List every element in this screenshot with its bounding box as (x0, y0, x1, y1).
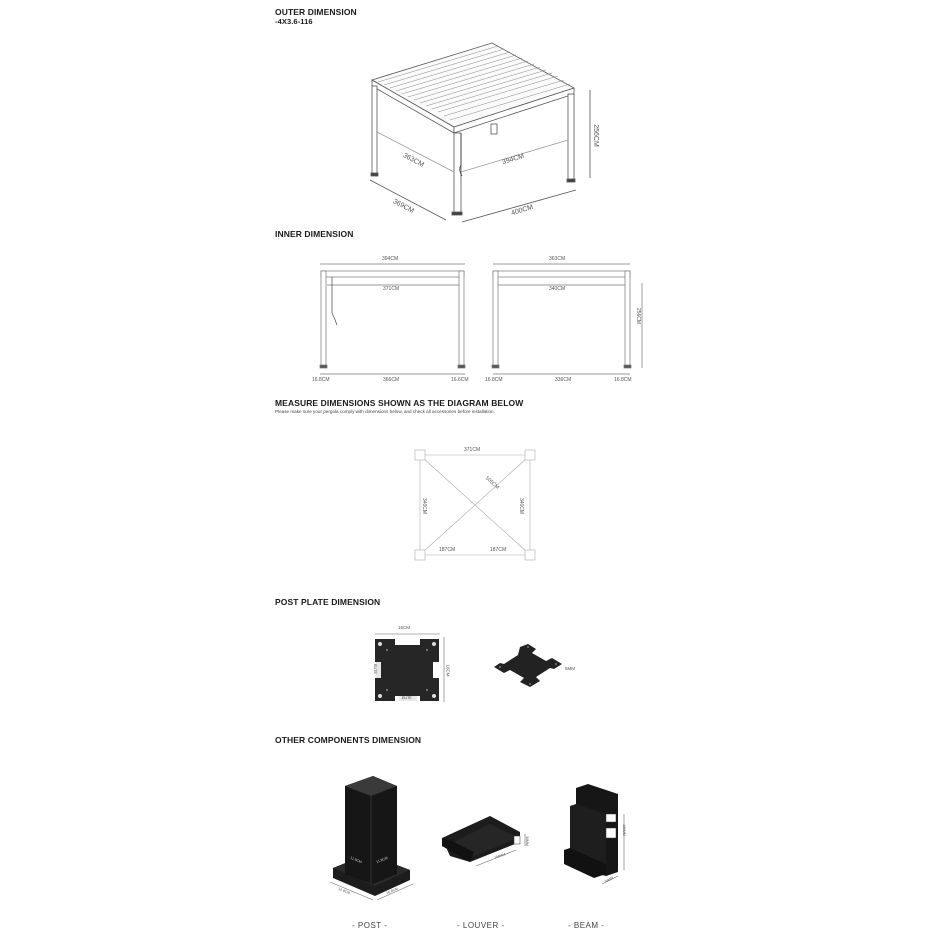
plate-logo-bottom: ELITE (402, 696, 412, 700)
post-component (329, 776, 414, 901)
inner-front-beam: 371CM (383, 286, 400, 292)
measure-bottom-left: 187CM (439, 547, 456, 553)
post-plate-title: POST PLATE DIMENSION (275, 597, 381, 607)
post-plate-top-view (375, 633, 445, 702)
louver-component (442, 816, 526, 867)
plate-height-label: 16CM (445, 664, 451, 677)
inner-front-middle: 366CM (383, 377, 400, 383)
inner-dimension-title: INNER DIMENSION (275, 229, 354, 239)
inner-front-drawing (319, 263, 466, 375)
measure-title: MEASURE DIMENSIONS SHOWN AS THE DIAGRAM … (275, 398, 524, 408)
plate-width-label: 16CM (398, 625, 411, 630)
post-plate-iso-view (494, 644, 562, 687)
louver-caption: - LOUVER - (457, 921, 505, 930)
inner-side-beam: 340CM (549, 286, 566, 292)
inner-side-drawing (491, 263, 643, 375)
beam-caption: - BEAM - (568, 921, 605, 930)
measure-subtitle: Please make sure your pergola comply wit… (275, 409, 495, 414)
post-caption: - POST - (352, 921, 388, 930)
plate-thickness-label: 6MM (565, 666, 575, 671)
beam-height-label: 166MM (621, 824, 626, 836)
inner-side-middle: 336CM (555, 377, 572, 383)
outer-dimension-title: OUTER DIMENSION (275, 7, 357, 17)
components-title: OTHER COMPONENTS DIMENSION (275, 735, 422, 745)
label-height: 256CM (591, 124, 599, 147)
inner-front-right: 16.6CM (451, 377, 469, 383)
measure-right: 340CM (518, 497, 525, 515)
inner-side-left: 16.8CM (485, 377, 503, 383)
measure-top: 371CM (464, 447, 481, 453)
measure-diagram (414, 449, 536, 561)
inner-side-height: 256CM (635, 307, 642, 325)
inner-front-top: 394CM (382, 256, 399, 262)
measure-bottom-right: 187CM (490, 547, 507, 553)
beam-component (564, 784, 625, 885)
inner-front-left: 16.8CM (312, 377, 330, 383)
louver-height-label: 30MM (524, 836, 529, 846)
model-code: -4X3.6-116 (275, 17, 313, 26)
measure-left: 340CM (421, 497, 428, 515)
inner-side-top: 363CM (549, 256, 566, 262)
pergola-outer-drawing (369, 42, 591, 223)
inner-side-right: 16.8CM (614, 377, 632, 383)
plate-logo-side: ELITE (372, 664, 377, 674)
